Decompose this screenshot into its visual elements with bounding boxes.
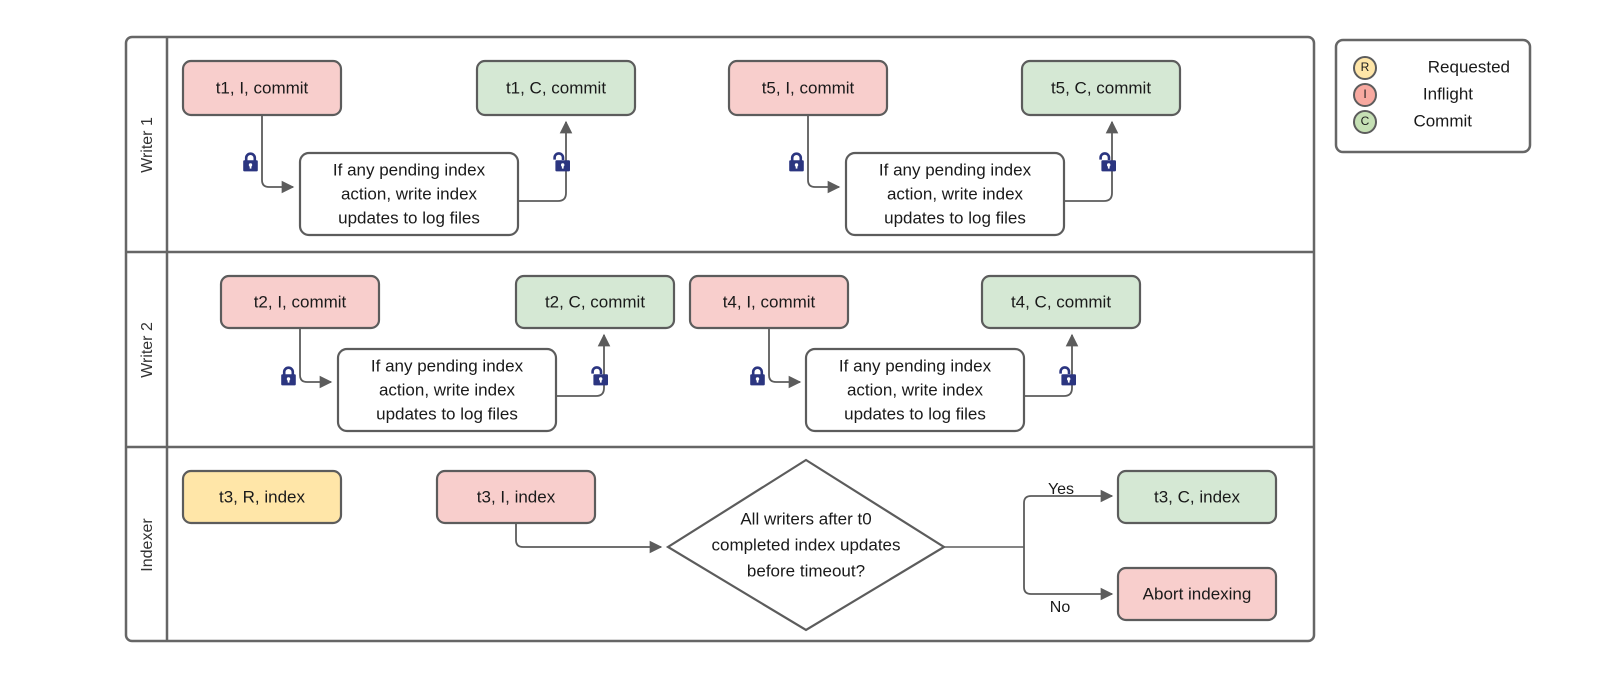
edge-t3i-to-decision bbox=[515, 523, 663, 554]
node-decision-all-writers-completed[interactable]: All writers after t0 completed index upd… bbox=[665, 458, 947, 632]
node-abort-indexing[interactable]: Abort indexing bbox=[1116, 566, 1278, 622]
writer1-edges bbox=[261, 115, 1119, 202]
edge-t1i-to-process bbox=[261, 115, 295, 194]
node-label: t5, C, commit bbox=[1051, 78, 1151, 97]
process-line-3: updates to log files bbox=[338, 208, 480, 227]
lane-label-writer-2: Writer 2 bbox=[139, 322, 156, 378]
lane-label-text: Writer 2 bbox=[139, 322, 156, 378]
legend-glyph-r: R bbox=[1361, 60, 1370, 74]
edge-decision-no bbox=[1023, 546, 1114, 601]
node-process-write-index-w1a[interactable]: If any pending index action, write index… bbox=[298, 151, 520, 237]
writer2-edges bbox=[299, 328, 1079, 397]
node-t5-inflight-commit[interactable]: t5, I, commit bbox=[727, 59, 889, 117]
edge-t2i-to-process bbox=[299, 328, 333, 389]
process-line-1: If any pending index bbox=[839, 356, 992, 375]
node-label: t3, C, index bbox=[1154, 487, 1240, 506]
process-line-2: action, write index bbox=[341, 184, 478, 203]
process-line-1: If any pending index bbox=[879, 160, 1032, 179]
legend-label-inflight: Inflight bbox=[1423, 84, 1473, 103]
decision-line-3: before timeout? bbox=[747, 561, 865, 580]
node-label: t2, I, commit bbox=[254, 292, 347, 311]
node-t4-inflight-commit[interactable]: t4, I, commit bbox=[688, 274, 850, 330]
node-process-write-index-w2a[interactable]: If any pending index action, write index… bbox=[336, 347, 558, 433]
node-t1-inflight-commit[interactable]: t1, I, commit bbox=[181, 59, 343, 117]
lane-label-text: Indexer bbox=[139, 518, 156, 572]
lane-label-indexer: Indexer bbox=[139, 518, 156, 572]
node-label: t1, C, commit bbox=[506, 78, 606, 97]
process-line-1: If any pending index bbox=[333, 160, 486, 179]
node-label: Abort indexing bbox=[1143, 584, 1252, 603]
legend-label-requested: Requested bbox=[1428, 57, 1510, 76]
node-label: t2, C, commit bbox=[545, 292, 645, 311]
edge-process-to-t2c bbox=[556, 333, 611, 397]
process-line-2: action, write index bbox=[379, 380, 516, 399]
lane-label-text: Writer 1 bbox=[139, 117, 156, 173]
decision-line-2: completed index updates bbox=[711, 535, 900, 554]
legend-item-commit: C Commit bbox=[1353, 110, 1472, 134]
node-label: t3, I, index bbox=[477, 487, 556, 506]
legend-item-requested: R Requested bbox=[1353, 56, 1510, 80]
node-t3-commit-index[interactable]: t3, C, index bbox=[1116, 469, 1278, 525]
node-process-write-index-w2b[interactable]: If any pending index action, write index… bbox=[804, 347, 1026, 433]
legend-panel: R Requested I Inflight C Commit bbox=[1334, 38, 1532, 154]
legend-item-inflight: I Inflight bbox=[1353, 83, 1473, 107]
node-label: t1, I, commit bbox=[216, 78, 309, 97]
edge-process-to-t1c bbox=[518, 120, 573, 202]
indexer-edges bbox=[515, 489, 1114, 601]
node-t3-requested-index[interactable]: t3, R, index bbox=[181, 469, 343, 525]
node-label: t3, R, index bbox=[219, 487, 305, 506]
node-t4-commit-commit[interactable]: t4, C, commit bbox=[980, 274, 1142, 330]
edge-label-yes: Yes bbox=[1048, 481, 1074, 498]
node-label: t5, I, commit bbox=[762, 78, 855, 97]
node-label: t4, C, commit bbox=[1011, 292, 1111, 311]
edge-t4i-to-process bbox=[768, 328, 802, 389]
legend-glyph-i: I bbox=[1363, 87, 1366, 101]
edge-t5i-to-process bbox=[807, 115, 841, 194]
process-line-1: If any pending index bbox=[371, 356, 524, 375]
decision-line-1: All writers after t0 bbox=[740, 509, 871, 528]
lane-label-writer-1: Writer 1 bbox=[139, 117, 156, 173]
legend-label-commit: Commit bbox=[1413, 111, 1472, 130]
process-line-3: updates to log files bbox=[884, 208, 1026, 227]
edge-decision-yes bbox=[1023, 489, 1114, 548]
edge-label-no: No bbox=[1050, 599, 1071, 616]
edge-process-to-t5c bbox=[1064, 120, 1119, 202]
node-process-write-index-w1b[interactable]: If any pending index action, write index… bbox=[844, 151, 1066, 237]
node-label: t4, I, commit bbox=[723, 292, 816, 311]
node-t3-inflight-index[interactable]: t3, I, index bbox=[435, 469, 597, 525]
process-line-2: action, write index bbox=[847, 380, 984, 399]
node-t2-commit-commit[interactable]: t2, C, commit bbox=[514, 274, 676, 330]
node-t5-commit-commit[interactable]: t5, C, commit bbox=[1020, 59, 1182, 117]
node-t2-inflight-commit[interactable]: t2, I, commit bbox=[219, 274, 381, 330]
edge-process-to-t4c bbox=[1024, 333, 1079, 397]
node-t1-commit-commit[interactable]: t1, C, commit bbox=[475, 59, 637, 117]
process-line-2: action, write index bbox=[887, 184, 1024, 203]
process-line-3: updates to log files bbox=[844, 404, 986, 423]
legend-glyph-c: C bbox=[1361, 114, 1370, 128]
process-line-3: updates to log files bbox=[376, 404, 518, 423]
